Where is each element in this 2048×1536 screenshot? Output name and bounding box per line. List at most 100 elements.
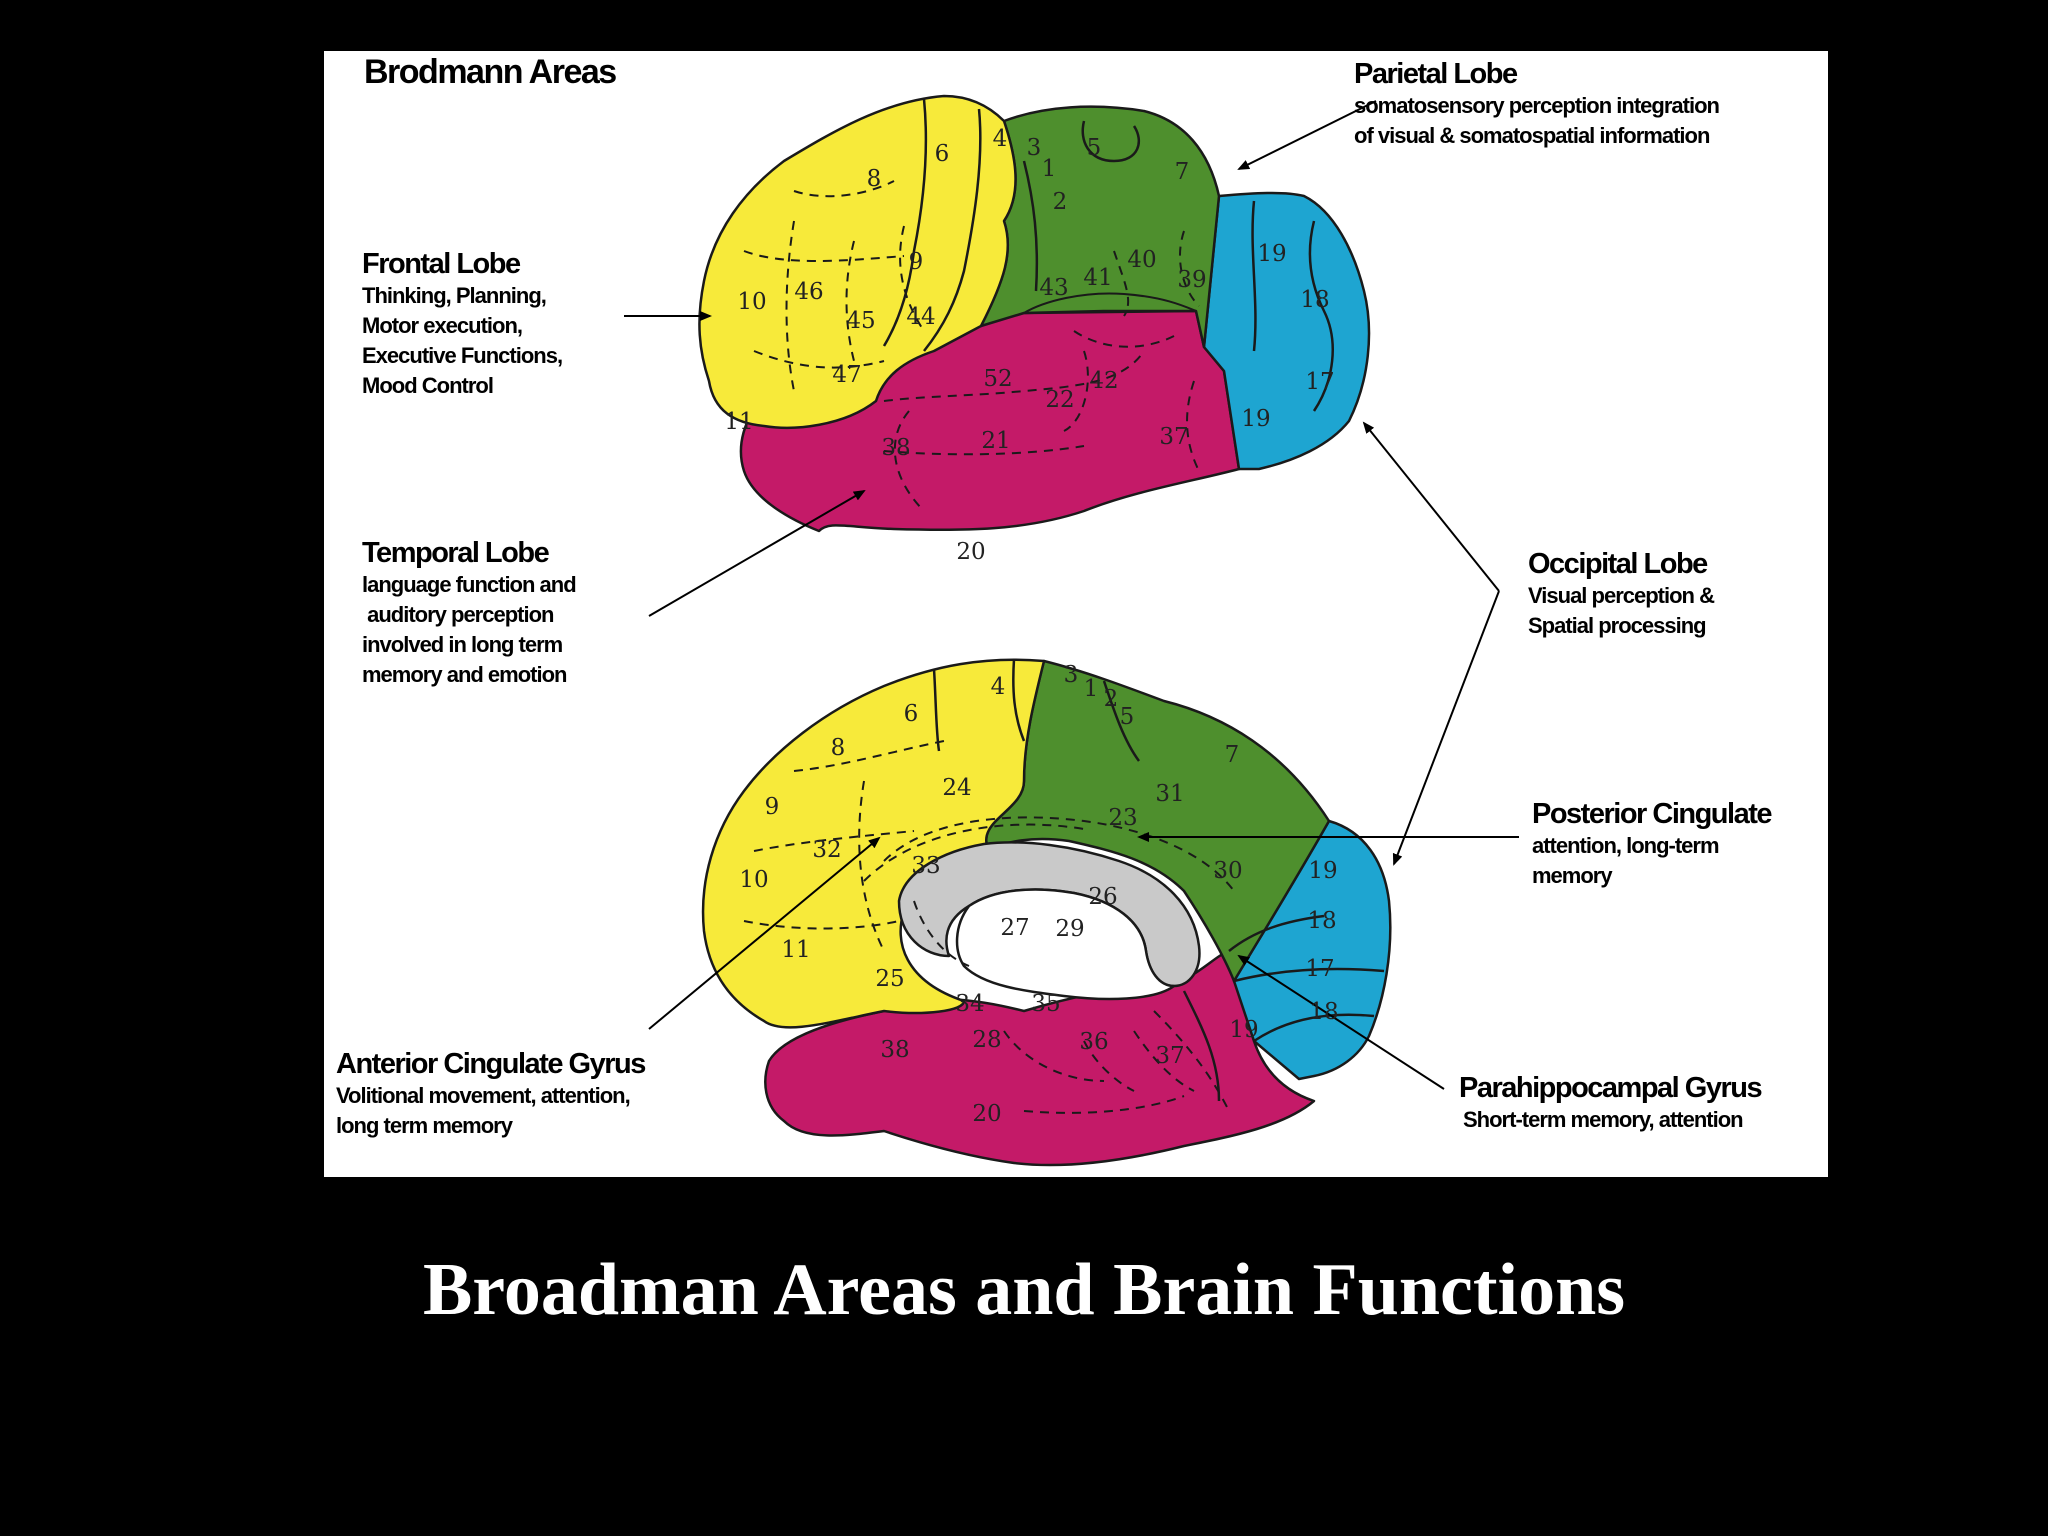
slide-title: Broadman Areas and Brain Functions [422, 1249, 1626, 1331]
lateral-area-43: 43 [1039, 275, 1068, 301]
medial-area-37: 37 [1155, 1043, 1184, 1069]
arrow-occipital-bottom [1392, 590, 1500, 866]
medial-area-19: 19 [1229, 1017, 1258, 1043]
lateral-area-10: 10 [737, 289, 766, 315]
label-parahippocampal-gyrus: Parahippocampal Gyrus Short-term memory,… [1459, 1071, 1763, 1135]
medial-area-10: 10 [739, 867, 768, 893]
lateral-area-8: 8 [867, 166, 882, 192]
label-heading: Parietal Lobe [1354, 58, 1518, 90]
lateral-area-40: 40 [1127, 247, 1156, 273]
lateral-area-7: 7 [1175, 159, 1190, 185]
medial-area-7: 7 [1225, 742, 1240, 768]
medial-area-36: 36 [1079, 1029, 1108, 1055]
label-line: of visual & somatospatial information [1354, 123, 1710, 148]
lateral-area-41: 41 [1083, 265, 1112, 291]
label-temporal-lobe: Temporal Lobe language function and audi… [362, 536, 577, 690]
lateral-area-45: 45 [846, 308, 875, 334]
medial-area-24: 24 [942, 775, 971, 801]
occipital-lobe-lateral [1202, 191, 1371, 471]
medial-area-27: 27 [1000, 915, 1029, 941]
lateral-area-46: 46 [794, 279, 823, 305]
label-posterior-cingulate: Posterior Cingulate attention, long-term… [1532, 797, 1773, 891]
label-line: memory and emotion [362, 662, 567, 687]
label-line: auditory perception [362, 602, 554, 627]
medial-area-33: 33 [911, 853, 940, 879]
medial-area-28: 28 [972, 1027, 1001, 1053]
arrow-occipital-top [1362, 421, 1500, 592]
label-line: Executive Functions, [362, 343, 563, 368]
label-line: Motor execution, [362, 313, 523, 338]
medial-area-32: 32 [812, 837, 841, 863]
medial-area-30: 30 [1213, 858, 1242, 884]
lateral-area-19: 19 [1241, 406, 1270, 432]
arrow-anterior-cingulate [648, 836, 881, 1030]
medial-area-6: 6 [904, 701, 919, 727]
label-frontal-lobe: Frontal Lobe Thinking, Planning, Motor e… [362, 247, 563, 401]
lateral-area-42: 42 [1089, 368, 1118, 394]
label-line: long term memory [336, 1113, 513, 1138]
lateral-area-4: 4 [993, 126, 1008, 152]
medial-area-31: 31 [1155, 781, 1184, 807]
medial-area-35: 35 [1031, 991, 1060, 1017]
medial-area-5: 5 [1120, 704, 1135, 730]
label-heading: Anterior Cingulate Gyrus [336, 1048, 646, 1080]
medial-area-3: 3 [1064, 662, 1079, 688]
label-occipital-lobe: Occipital Lobe Visual perception & Spati… [1528, 547, 1715, 641]
lateral-area-18: 18 [1300, 287, 1329, 313]
lateral-area-22: 22 [1045, 387, 1074, 413]
lateral-area-2: 2 [1053, 189, 1068, 215]
medial-area-23: 23 [1108, 805, 1137, 831]
label-heading: Frontal Lobe [362, 248, 521, 280]
medial-area-4: 4 [991, 674, 1006, 700]
medial-brain [701, 658, 1392, 1167]
label-line: Thinking, Planning, [362, 283, 547, 308]
label-line: memory [1532, 863, 1613, 888]
arrow-parahippocampal [1237, 954, 1445, 1090]
label-line: Mood Control [362, 373, 494, 398]
label-line: Short-term memory, attention [1463, 1107, 1744, 1132]
lateral-area-44: 44 [906, 304, 935, 330]
label-heading: Posterior Cingulate [1532, 798, 1773, 830]
label-line: Spatial processing [1528, 613, 1707, 638]
medial-area-19: 19 [1308, 858, 1337, 884]
medial-area-34: 34 [955, 991, 984, 1017]
label-anterior-cingulate: Anterior Cingulate Gyrus Volitional move… [336, 1047, 646, 1141]
medial-area-1: 1 [1084, 676, 1099, 702]
medial-area-17: 17 [1305, 956, 1334, 982]
label-line: language function and [362, 572, 577, 597]
label-line: Visual perception & [1528, 583, 1715, 608]
label-heading: Parahippocampal Gyrus [1459, 1072, 1763, 1104]
medial-area-18: 18 [1307, 908, 1336, 934]
lateral-area-9: 9 [909, 249, 924, 275]
label-line: Volitional movement, attention, [336, 1083, 631, 1108]
label-heading: Temporal Lobe [362, 537, 550, 569]
lateral-area-37: 37 [1159, 424, 1188, 450]
arrow-temporal [648, 489, 866, 617]
lateral-area-17: 17 [1305, 369, 1334, 395]
medial-area-2: 2 [1104, 686, 1119, 712]
label-line: attention, long-term [1532, 833, 1720, 858]
arrow-parietal [1237, 100, 1377, 170]
medial-area-20: 20 [972, 1101, 1001, 1127]
lateral-brain [698, 94, 1371, 533]
medial-area-38: 38 [880, 1037, 909, 1063]
lateral-area-1: 1 [1042, 156, 1057, 182]
lateral-area-47: 47 [832, 362, 861, 388]
lateral-area-5: 5 [1087, 135, 1102, 161]
lateral-area-52: 52 [983, 366, 1012, 392]
label-line: involved in long term [362, 632, 563, 657]
lateral-area-20: 20 [956, 539, 985, 565]
lateral-area-38: 38 [881, 435, 910, 461]
pointer-arrows [624, 100, 1519, 1090]
label-line: somatosensory perception integration [1354, 93, 1720, 118]
medial-area-26: 26 [1088, 884, 1117, 910]
frontal-lobe-lateral [698, 94, 1017, 429]
brain-illustration: 4683125791046454447114341403919181752224… [624, 94, 1519, 1167]
lateral-area-19: 19 [1257, 241, 1286, 267]
label-heading: Occipital Lobe [1528, 548, 1708, 580]
medial-area-25: 25 [875, 966, 904, 992]
lateral-area-39: 39 [1177, 267, 1206, 293]
